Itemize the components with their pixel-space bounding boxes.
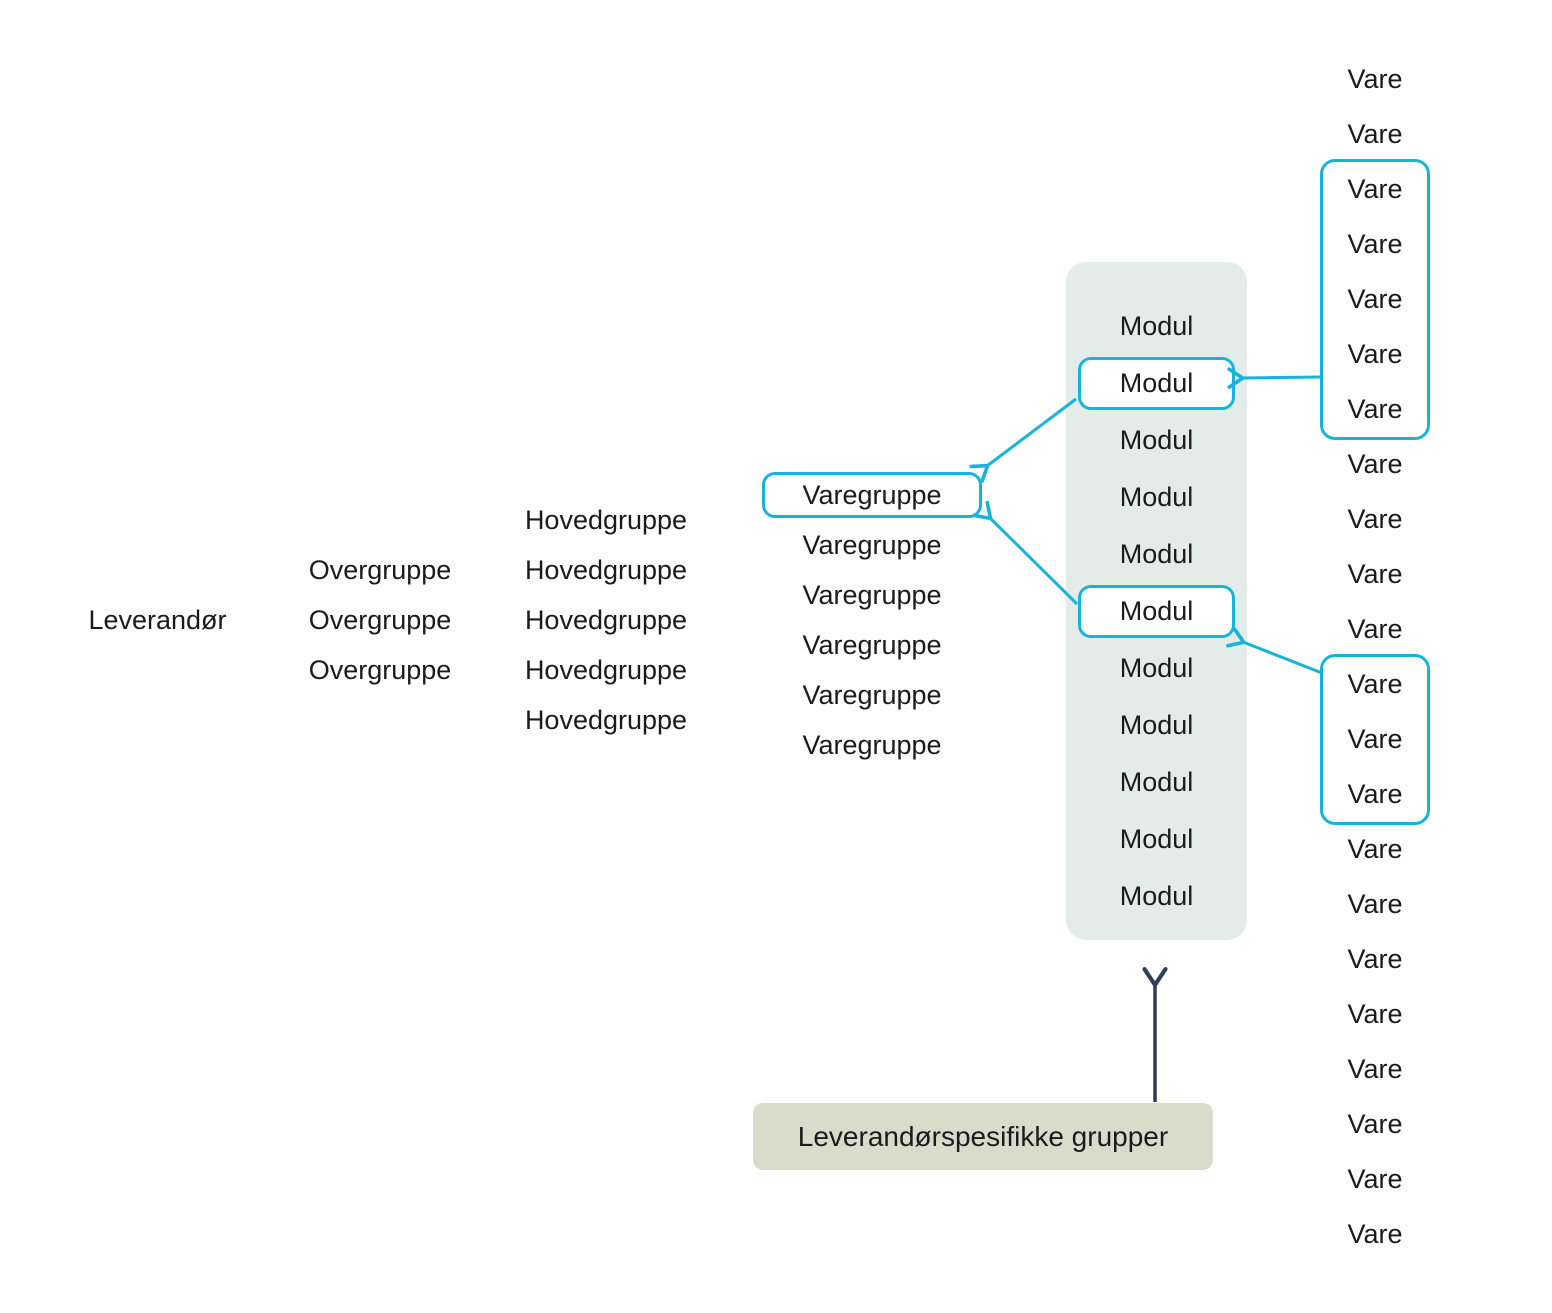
vare-label: Vare xyxy=(1347,1164,1403,1194)
vare-label: Vare xyxy=(1347,449,1403,479)
varegruppe-label: Varegruppe xyxy=(802,729,942,760)
supplier-specific-groups-label-text: Leverandørspesifikke grupper xyxy=(797,1120,1169,1152)
overgruppe-label: Overgruppe xyxy=(308,654,452,685)
modul-label: Modul xyxy=(1119,710,1194,740)
vare-label: Vare xyxy=(1347,394,1403,424)
modul-label: Modul xyxy=(1119,425,1194,455)
varegruppe-label: Varegruppe xyxy=(802,679,942,710)
modul-label-highlighted: Modul xyxy=(1066,583,1247,640)
vare-group-2-to-modul-box-2-arrow xyxy=(1226,627,1323,675)
vare-label: Vare xyxy=(1347,284,1403,314)
hovedgruppe-label: Hovedgruppe xyxy=(524,704,688,735)
modul-label: Modul xyxy=(1119,539,1194,569)
hovedgruppe-label: Hovedgruppe xyxy=(524,504,688,535)
vare-label: Vare xyxy=(1347,1109,1403,1139)
modul-label: Modul xyxy=(1119,482,1194,512)
vare-group-1-to-modul-box-1-arrow xyxy=(1227,367,1321,389)
varegruppe-label: Varegruppe xyxy=(802,579,942,610)
modul-label-highlighted: Modul xyxy=(1066,355,1247,412)
modul-box-2-to-varegruppe-box-arrow xyxy=(972,500,1079,606)
vare-label: Vare xyxy=(1347,669,1403,699)
vare-label: Vare xyxy=(1347,174,1403,204)
varegruppe-label: Varegruppe xyxy=(802,529,942,560)
vare-label: Vare xyxy=(1347,889,1403,919)
hovedgruppe-label: Hovedgruppe xyxy=(524,554,688,585)
vare-label: Vare xyxy=(1347,64,1403,94)
vare-label: Vare xyxy=(1347,944,1403,974)
vare-label: Vare xyxy=(1347,339,1403,369)
vare-label: Vare xyxy=(1347,1054,1403,1084)
vare-label: Vare xyxy=(1347,504,1403,534)
supplier-specific-groups-label: Leverandørspesifikke grupper xyxy=(753,1103,1213,1170)
varegruppe-label: Varegruppe xyxy=(802,629,942,660)
hovedgruppe-label: Hovedgruppe xyxy=(524,654,688,685)
leverandor-column: Leverandør xyxy=(65,595,250,645)
modul-label: Modul xyxy=(1119,881,1194,911)
modul-label: Modul xyxy=(1119,767,1194,797)
vare-label: Vare xyxy=(1347,834,1403,864)
vare-label: Vare xyxy=(1347,1219,1403,1249)
leverandor-label: Leverandør xyxy=(88,604,227,635)
hovedgruppe-label: Hovedgruppe xyxy=(524,604,688,635)
overgruppe-label: Overgruppe xyxy=(308,604,452,635)
vare-label: Vare xyxy=(1347,229,1403,259)
vare-label: Vare xyxy=(1347,724,1403,754)
modul-box-1-to-varegruppe-box-arrow xyxy=(969,397,1077,483)
vare-label: Vare xyxy=(1347,779,1403,809)
varegruppe-label-highlighted: Varegruppe xyxy=(762,470,982,520)
modul-label: Modul xyxy=(1119,311,1194,341)
overgruppe-label: Overgruppe xyxy=(308,554,452,585)
vare-label: Vare xyxy=(1347,614,1403,644)
modul-label: Modul xyxy=(1119,824,1194,854)
vare-label: Vare xyxy=(1347,119,1403,149)
vare-label: Vare xyxy=(1347,999,1403,1029)
modul-label: Modul xyxy=(1119,653,1194,683)
vare-label: Vare xyxy=(1347,559,1403,589)
